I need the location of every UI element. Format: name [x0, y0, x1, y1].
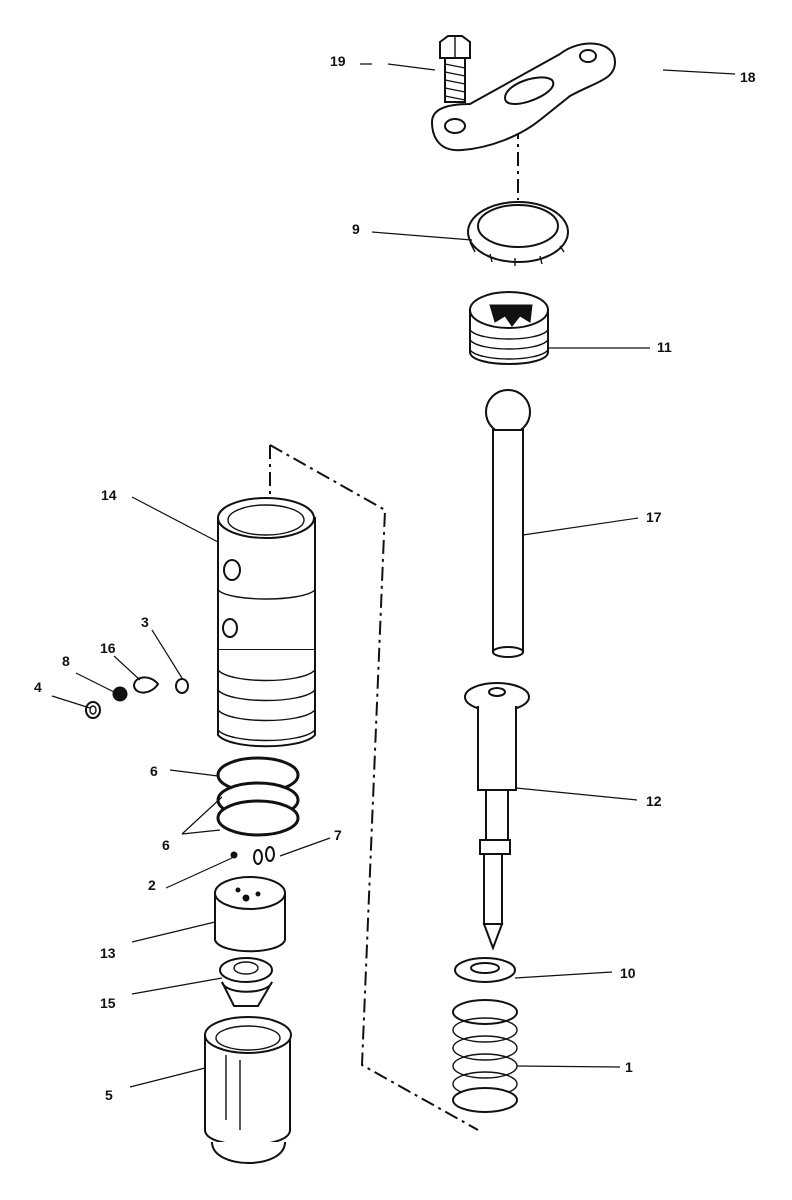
- callout-5: 5: [105, 1087, 113, 1103]
- part-8-spring-small: [112, 686, 128, 702]
- callout-1: 1: [625, 1059, 633, 1075]
- part-4-gasket-small: [85, 701, 101, 719]
- part-11-adjusting-screw: [469, 291, 549, 365]
- callout-3: 3: [141, 614, 149, 630]
- callout-11: 11: [657, 339, 672, 355]
- callout-15: 15: [100, 995, 116, 1011]
- part-17-push-rod: [485, 389, 531, 658]
- part-15-spray-tip: [219, 957, 273, 1007]
- callout-9: 9: [352, 221, 360, 237]
- part-3-o-ring-small: [175, 678, 189, 694]
- callout-6-lower: 6: [162, 837, 170, 853]
- part-16-filter: [132, 676, 160, 694]
- part-10-spring-washer: [454, 957, 516, 983]
- part-19-bolt: [439, 35, 471, 103]
- callout-18: 18: [740, 69, 756, 85]
- part-13-valve-cage: [214, 876, 286, 953]
- callout-16: 16: [100, 640, 116, 656]
- callout-4: 4: [34, 679, 42, 695]
- callout-14: 14: [101, 487, 117, 503]
- callout-19: 19: [330, 53, 346, 69]
- callout-7: 7: [334, 827, 342, 843]
- callout-2: 2: [148, 877, 156, 893]
- part-2-ball: [230, 851, 238, 859]
- part-5-nut: [204, 1016, 292, 1164]
- part-6-o-rings: [216, 756, 300, 837]
- part-12-plunger: [464, 682, 530, 951]
- callout-6-upper: 6: [150, 763, 158, 779]
- assembly-centerlines: [269, 125, 519, 1131]
- part-9-lock-nut: [467, 201, 569, 266]
- callout-labels: 19 18 9 11 14 17 3 16 8 4 6 12 7 6 2 13 …: [34, 53, 756, 1103]
- callout-13: 13: [100, 945, 116, 961]
- part-1-spring: [452, 999, 518, 1113]
- part-18-clamp-plate: [430, 42, 617, 152]
- callout-8: 8: [62, 653, 70, 669]
- part-14-injector-body: [217, 497, 316, 748]
- callout-12: 12: [646, 793, 662, 809]
- leader-lines: [51, 63, 736, 1088]
- callout-10: 10: [620, 965, 636, 981]
- part-7-dowel-pins: [253, 846, 275, 865]
- callout-17: 17: [646, 509, 662, 525]
